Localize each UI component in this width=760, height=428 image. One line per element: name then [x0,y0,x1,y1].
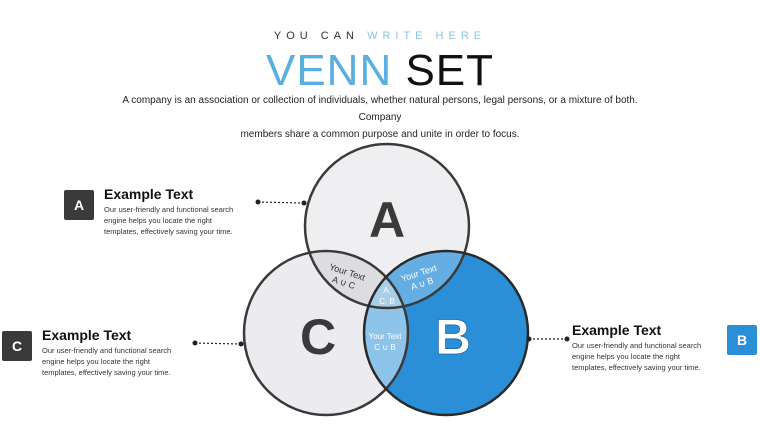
label-center-line1: A, [383,286,391,295]
description-line2: members share a common purpose and unite… [240,129,520,140]
badge-c: C [2,331,32,361]
badge-a: A [64,190,94,220]
intersection-a-c [305,251,408,308]
badge-b: B [727,325,757,355]
text-block-a-body: Our user-friendly and functional search … [104,204,264,237]
text-block-b: Example Text Our user-friendly and funct… [572,322,722,373]
text-block-a-title: Example Text [104,186,194,202]
text-block-b-body: Our user-friendly and functional search … [572,340,722,373]
text-block-c-body: Our user-friendly and functional search … [42,345,202,378]
label-c-b-text: Your Text [369,332,403,341]
title-part1: VENN [265,46,393,95]
connector-b [526,336,570,342]
page-description: A company is an association or collectio… [110,92,650,143]
page-title: VENN SET [0,46,760,96]
text-block-b-line: Our user-friendly and functional search [572,341,702,350]
connector-a [255,199,307,206]
title-part2: SET [405,46,495,95]
text-block-c-line: engine helps you locate the right [42,357,150,366]
text-block-b-line: engine helps you locate the right [572,352,680,361]
connector-c [192,340,244,347]
text-block-c-line: Our user-friendly and functional search [42,346,172,355]
text-block-a-line: Our user-friendly and functional search [104,205,234,214]
text-block-b-title: Example Text [572,322,662,338]
text-block-a: Example Text Our user-friendly and funct… [104,186,264,237]
text-block-c-title: Example Text [42,327,132,343]
label-center-line2: C, B [379,297,395,306]
text-block-b-line: templates, effectively saving your time. [572,363,701,372]
set-label-b: B [435,309,471,365]
label-c-b-formula: C ∪ B [374,343,395,352]
intersection-a-b [364,251,469,308]
description-line1: A company is an association or collectio… [122,95,638,123]
text-block-a-line: templates, effectively saving your time. [104,227,233,236]
text-block-a-line: engine helps you locate the right [104,216,212,225]
page-subtitle: YOU CAN WRITE HERE [0,30,760,42]
text-block-c-line: templates, effectively saving your time. [42,368,171,377]
set-label-a: A [369,192,405,248]
subtitle-plain: YOU CAN [273,30,359,42]
text-block-c: Example Text Our user-friendly and funct… [42,327,202,378]
subtitle-accent: WRITE HERE [367,30,487,42]
set-label-c: C [300,309,336,365]
